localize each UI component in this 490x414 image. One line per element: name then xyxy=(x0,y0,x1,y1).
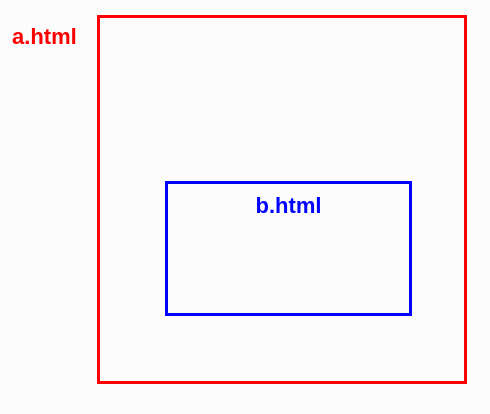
outer-page-label: a.html xyxy=(12,24,77,49)
inner-iframe-frame: b.html xyxy=(165,181,412,316)
outer-page-frame xyxy=(97,15,467,384)
inner-iframe-label: b.html xyxy=(255,193,322,218)
